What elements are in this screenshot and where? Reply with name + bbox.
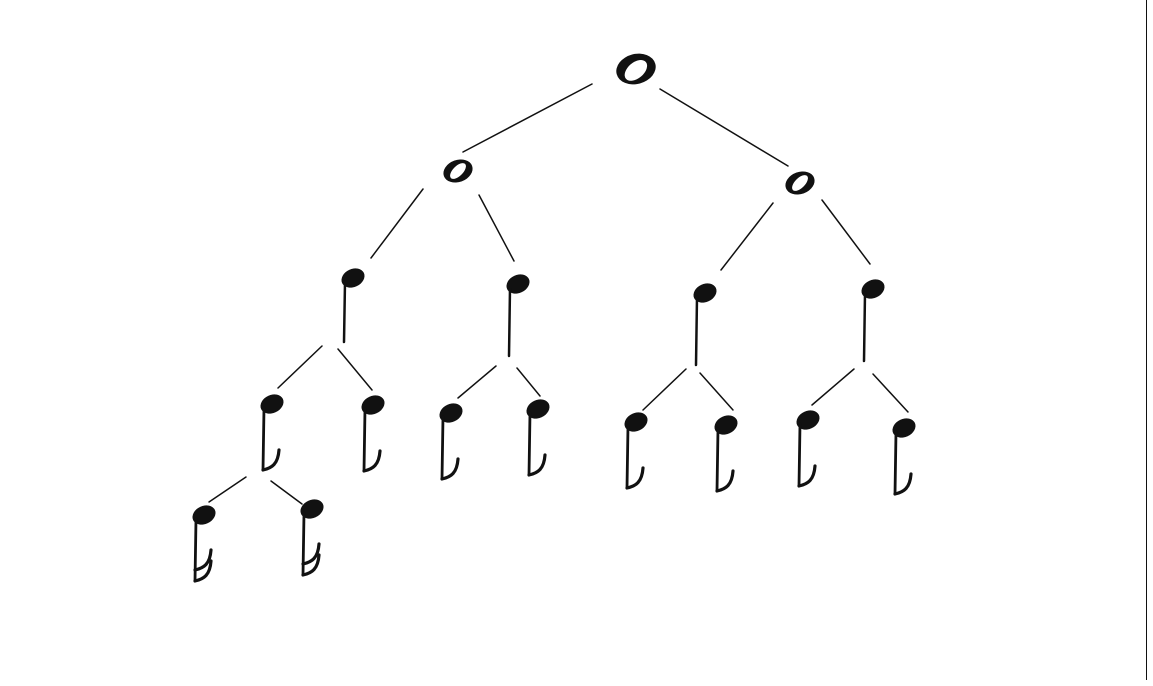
sixteenth-note-1: [192, 505, 216, 583]
connector-quarter3-to-eighth5: [642, 368, 687, 411]
eighth-note-4: [526, 399, 550, 477]
connector-half2-to-quarter3: [720, 202, 774, 271]
connector-quarter3-to-eighth6: [699, 372, 734, 411]
connector-quarter1-to-eighth1: [277, 345, 323, 389]
quarter-note-1: [341, 268, 365, 344]
connector-quarter4-to-eighth7: [811, 368, 855, 406]
eighth-note-3: [439, 403, 463, 481]
eighth-note-2: [361, 395, 385, 473]
eighth-note-5: [624, 412, 648, 490]
quarter-note-2: [506, 274, 530, 358]
connector-whole-to-half-2: [659, 88, 789, 167]
whole-note: [616, 53, 656, 85]
tree-notes: [192, 53, 916, 583]
connector-quarter2-to-eighth4: [516, 367, 541, 397]
connector-quarter1-to-eighth2: [337, 348, 373, 391]
half-note-2: [785, 171, 815, 195]
page-edge-line: [1146, 0, 1147, 680]
eighth-note-7: [796, 410, 820, 488]
eighth-note-8: [892, 418, 916, 496]
eighth-note-1: [260, 394, 284, 472]
connector-half1-to-quarter1: [370, 188, 424, 259]
tree-connectors: [208, 83, 909, 505]
half-note-1: [443, 159, 473, 183]
connector-quarter2-to-eighth3: [457, 365, 497, 399]
connector-quarter4-to-eighth8: [872, 373, 909, 413]
connector-whole-to-half-1: [462, 83, 593, 153]
quarter-note-3: [693, 283, 717, 367]
connector-eighth1-to-sixteenth2: [270, 480, 303, 505]
connector-eighth1-to-sixteenth1: [208, 476, 247, 503]
quarter-note-4: [861, 279, 885, 363]
connector-half2-to-quarter4: [821, 199, 871, 265]
eighth-note-6: [714, 415, 738, 493]
connector-half1-to-quarter2: [478, 194, 515, 262]
sixteenth-note-2: [300, 499, 324, 577]
